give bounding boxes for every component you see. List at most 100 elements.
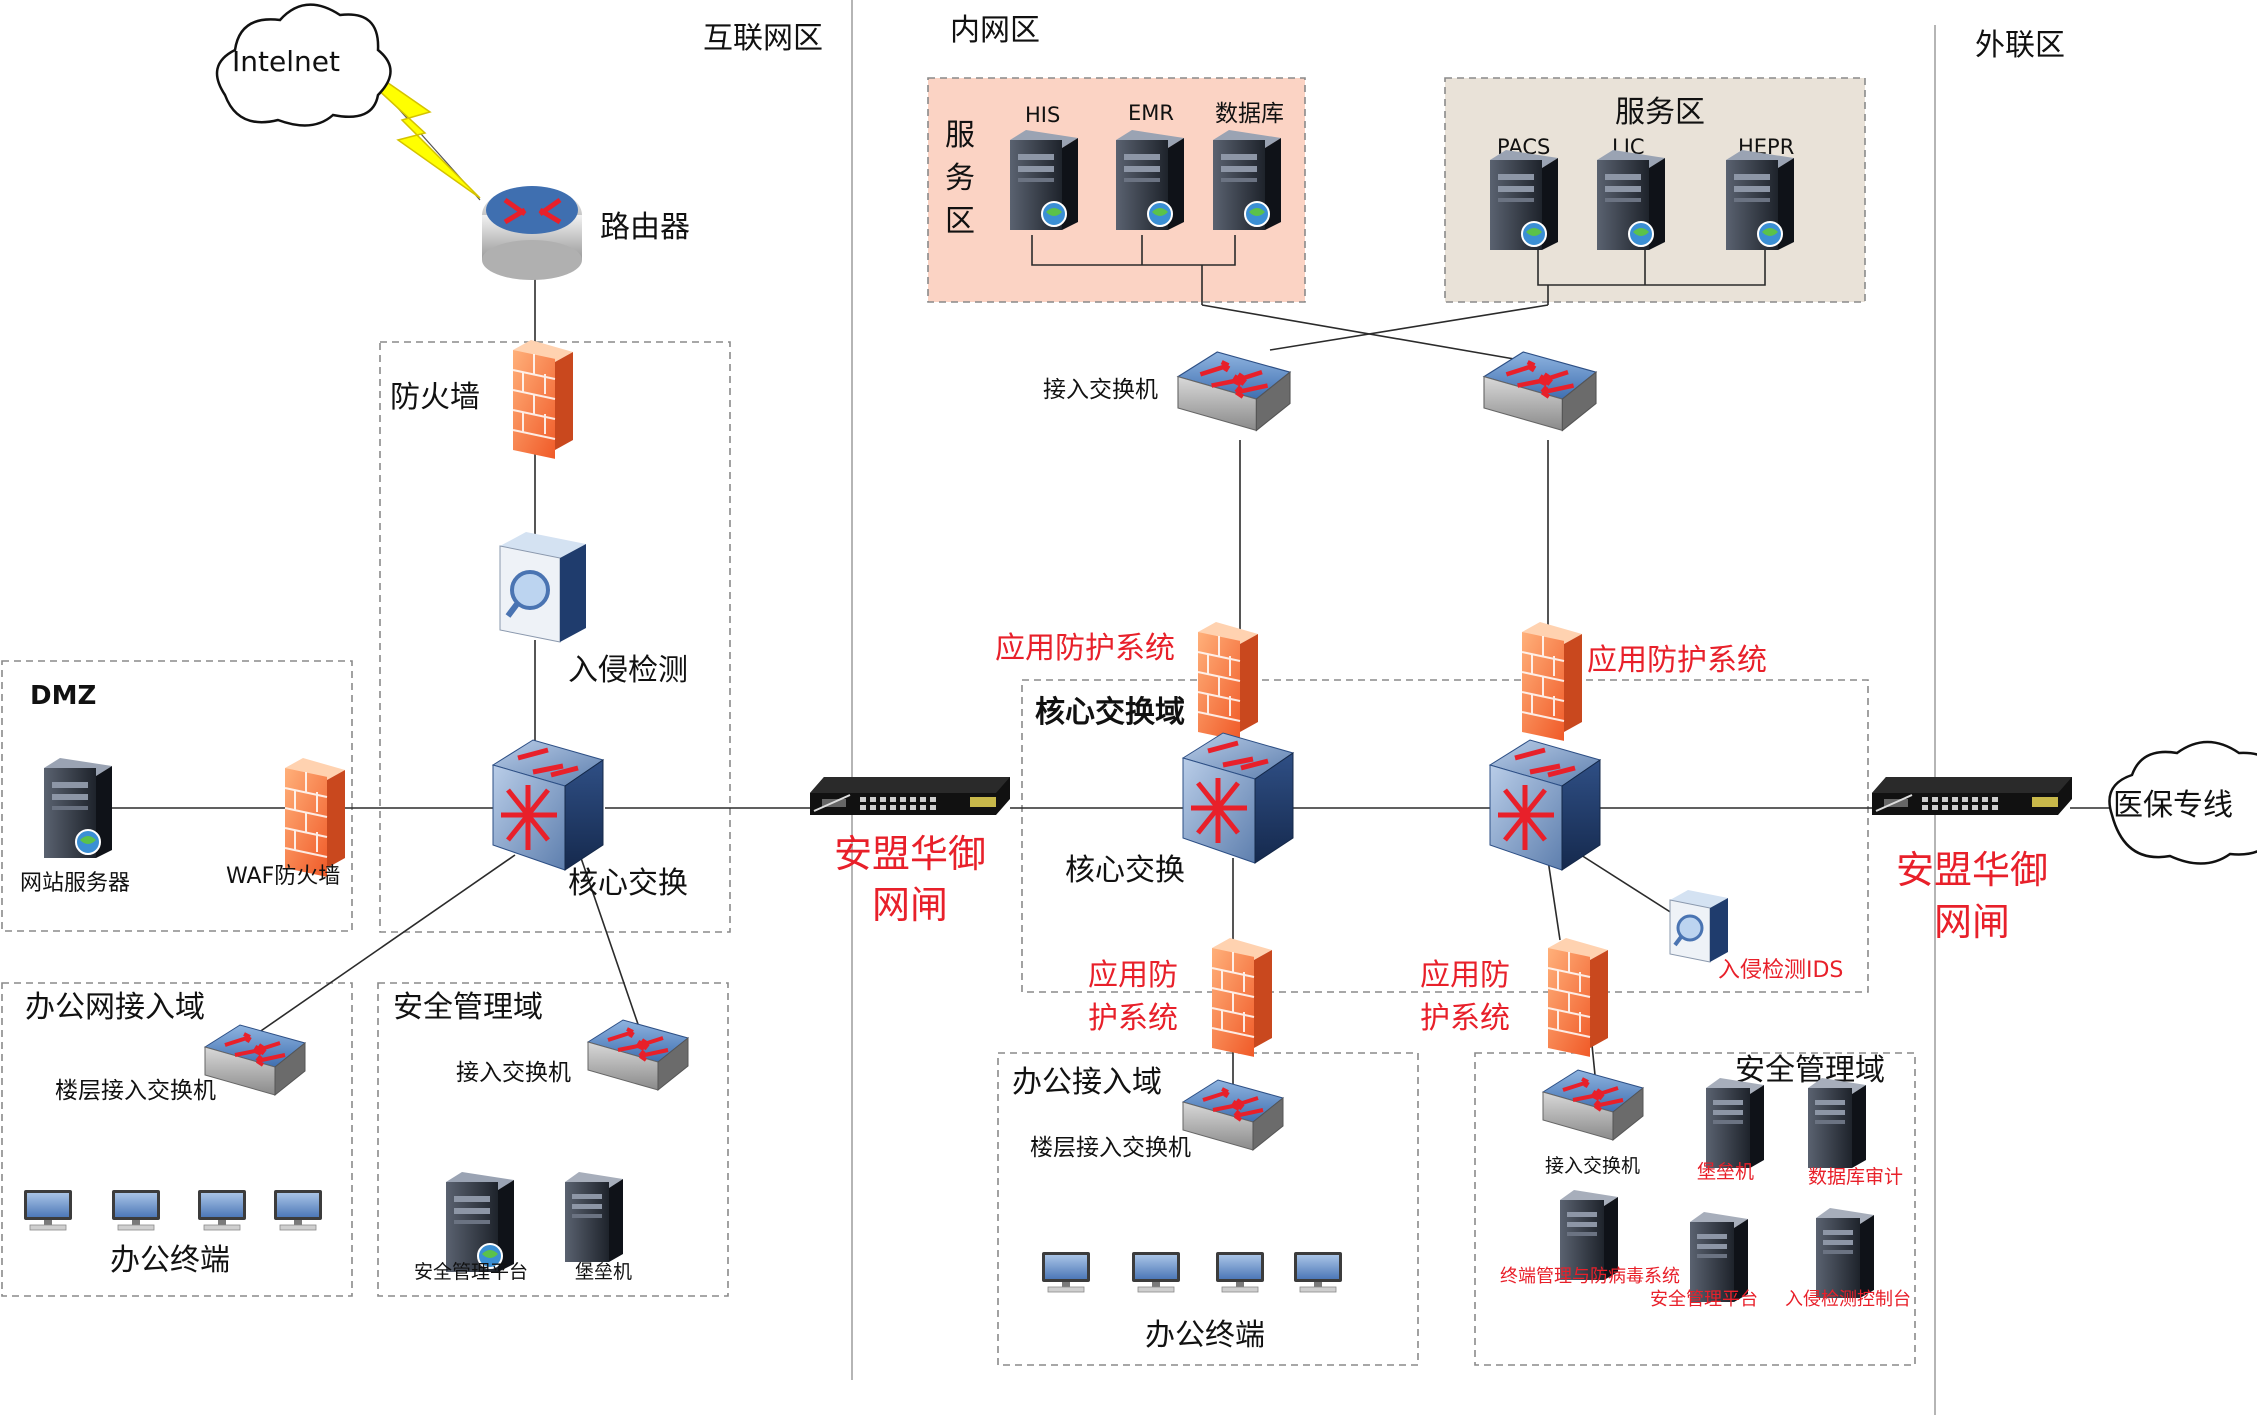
office-access-box-right [997,1052,1419,1366]
core-switch-left [493,740,603,870]
zone-label-intranet: 内网区 [950,13,1040,48]
security-mgmt-title-left: 安全管理域 [393,990,543,1025]
server-db [1212,129,1282,231]
office-terminal-1 [23,1189,73,1231]
office-access-box [1,982,353,1297]
server-lic [1596,149,1666,251]
floor-switch-right [1181,1078,1285,1152]
service-zone-1-title-char-3: 区 [945,204,975,239]
dmz-title: DMZ [30,681,96,711]
gateway-right [1871,776,2073,816]
security-perimeter-box [379,341,731,933]
security-platform-label-right: 安全管理平台 [1650,1289,1758,1310]
router: 路由器 [482,186,690,280]
office-access-title-left: 办公网接入域 [25,990,205,1025]
medical-insurance-cloud-label: 医保专线 [2113,788,2233,823]
zone-label-extranet: 外联区 [1975,28,2065,63]
floor-switch-left [203,1023,307,1097]
security-mgmt-box-right [1474,1052,1916,1366]
floor-switch-left-label: 楼层接入交换机 [55,1078,216,1104]
office-terminal-right-3 [1215,1251,1265,1293]
office-terminal-right-1 [1041,1251,1091,1293]
waf-firewall [284,757,346,878]
gateway-left-line1: 安盟华御 [834,832,986,876]
gateway-right-line1: 安盟华御 [1896,848,2048,892]
access-switch-right [1541,1068,1645,1142]
bastion-label-left: 堡垒机 [575,1261,632,1283]
zone-label-internet: 互联网区 [703,21,823,56]
access-switch-intranet-2 [1484,352,1596,430]
access-switch-left-label: 接入交换机 [456,1060,571,1086]
security-platform-server-left [445,1171,515,1273]
office-terminals-label-right: 办公终端 [1145,1318,1265,1353]
core-switch-intranet-2 [1490,740,1600,870]
core-domain-box [1021,679,1869,993]
service-zone-1-title-char-2: 务 [945,161,975,196]
office-terminal-4 [273,1189,323,1231]
firewall [512,339,574,460]
server-emr [1115,129,1185,231]
endpoint-av-label: 终端管理与防病毒系统 [1500,1266,1680,1287]
security-mgmt-title-right: 安全管理域 [1735,1053,1885,1088]
internet-cloud-label: Intelnet [232,45,340,78]
office-terminal-2 [111,1189,161,1231]
server-db-label: 数据库 [1215,101,1284,127]
office-terminal-right-4 [1293,1251,1343,1293]
ids-intranet-label: 入侵检测IDS [1718,958,1843,983]
db-audit-server [1808,1078,1866,1168]
gateway-right-line2: 网闸 [1934,900,2010,944]
server-his-label: HIS [1025,103,1060,127]
firewall-label: 防火墙 [390,380,480,415]
bastion-server-right [1706,1078,1764,1168]
db-audit-label: 数据库审计 [1808,1166,1903,1188]
app-protect-top-left [1197,621,1259,742]
app-protect-bottom-left [1211,937,1273,1058]
app-protect-bottom-right [1547,937,1609,1058]
bastion-label-right: 堡垒机 [1697,1161,1754,1183]
ids-console-server [1816,1208,1874,1298]
ids-device [500,532,586,642]
waf-label: WAF防火墙 [226,864,340,889]
service-zone-2-title: 服务区 [1615,95,1705,130]
core-switch-left-label: 核心交换 [568,866,688,901]
office-terminal-right-2 [1131,1251,1181,1293]
app-protect-top-left-label: 应用防护系统 [995,631,1175,666]
server-his [1009,129,1079,231]
ids-label: 入侵检测 [568,653,688,688]
access-switch-intranet-1 [1178,352,1290,430]
core-switch-intranet-label: 核心交换 [1065,853,1185,888]
office-access-title-right: 办公接入域 [1012,1065,1162,1100]
server-hepr [1725,149,1795,251]
access-switch-right-label: 接入交换机 [1545,1155,1640,1177]
web-server-label: 网站服务器 [20,871,130,896]
floor-switch-right-label: 楼层接入交换机 [1030,1135,1191,1161]
app-protect-bottom-right-line1: 应用防 [1420,958,1510,993]
app-protect-bottom-right-line2: 护系统 [1420,1001,1510,1036]
gateway-left-line2: 网闸 [872,883,948,927]
app-protect-bottom-left-line1: 应用防 [1088,958,1178,993]
access-switch-intranet-label: 接入交换机 [1043,377,1158,403]
web-server [43,757,113,859]
security-mgmt-box-left [377,982,729,1297]
server-emr-label: EMR [1128,101,1174,125]
router-label: 路由器 [600,210,690,245]
medical-insurance-cloud: 医保专线 [2108,740,2257,865]
internet-cloud: Intelnet [215,3,392,127]
ids-intranet [1668,888,1730,964]
app-protect-top-right [1521,621,1583,742]
app-protect-bottom-left-line2: 护系统 [1088,1001,1178,1036]
service-zone-1-title-char-1: 服 [945,118,975,153]
gateway-left [809,776,1011,816]
office-terminals-label-left: 办公终端 [110,1243,230,1278]
core-switch-intranet-1 [1183,733,1293,863]
server-pacs [1489,149,1559,251]
access-switch-left [586,1018,690,1092]
ids-console-label: 入侵检测控制台 [1785,1289,1911,1310]
app-protect-top-right-label: 应用防护系统 [1587,643,1767,678]
core-domain-title: 核心交换域 [1035,695,1185,730]
dmz-box [1,660,353,932]
security-platform-label-left: 安全管理平台 [414,1261,528,1283]
bastion-server-left [565,1172,623,1262]
office-terminal-3 [197,1189,247,1231]
